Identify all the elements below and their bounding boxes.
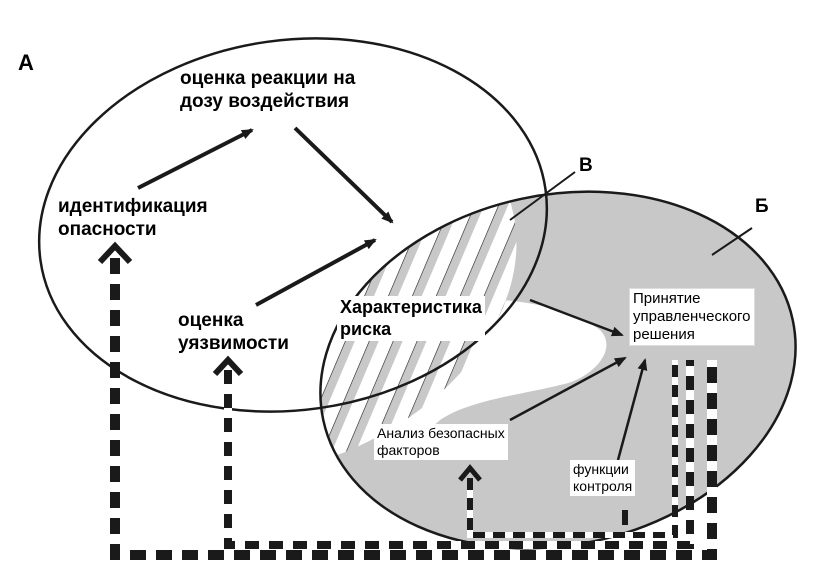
label-section-v: В [579, 155, 593, 176]
decision-line3: решения [633, 326, 695, 343]
vulnerability-line1: оценка [178, 310, 244, 331]
label-vulnerability: оценка уязвимости [178, 310, 289, 356]
decision-line1: Принятие [633, 290, 701, 307]
label-safe-factors: Анализ безопасных факторов [374, 424, 508, 460]
control-line2: контроля [573, 477, 633, 494]
label-hazard-identification: идентификация опасности [58, 196, 208, 242]
risk-char-line1: Характеристика [340, 297, 482, 317]
arrowhead-safe-factors [458, 464, 482, 482]
label-section-b: Б [755, 196, 769, 217]
label-management-decision: Принятие управленческого решения [629, 288, 755, 346]
hazard-id-line2: опасности [58, 218, 157, 240]
region-a-ellipse [37, 37, 549, 413]
pointer-b [711, 227, 753, 256]
process-arrows [137, 126, 648, 461]
decision-line2: управленческого [633, 308, 751, 325]
hazard-id-line1: идентификация [58, 196, 208, 217]
label-control-functions: функции контроля [570, 460, 636, 496]
arrowhead-hazard [97, 241, 133, 265]
feedback-paths [110, 258, 717, 560]
dose-response-line2: дозу воздействия [180, 90, 350, 112]
control-line1: функции [573, 461, 629, 477]
arrowhead-vulnerability [212, 355, 244, 377]
pointer-v [509, 171, 576, 221]
dose-response-line1: оценка реакции на [180, 68, 356, 89]
label-risk-characteristic: Характеристика риска [337, 296, 485, 342]
safe-factors-line1: Анализ безопасных [377, 425, 505, 441]
risk-char-line2: риска [340, 318, 392, 339]
vulnerability-line2: уязвимости [178, 332, 289, 354]
safe-factors-line2: факторов [377, 441, 440, 458]
label-dose-response: оценка реакции на дозу воздействия [180, 68, 355, 114]
label-section-a: А [18, 50, 34, 75]
